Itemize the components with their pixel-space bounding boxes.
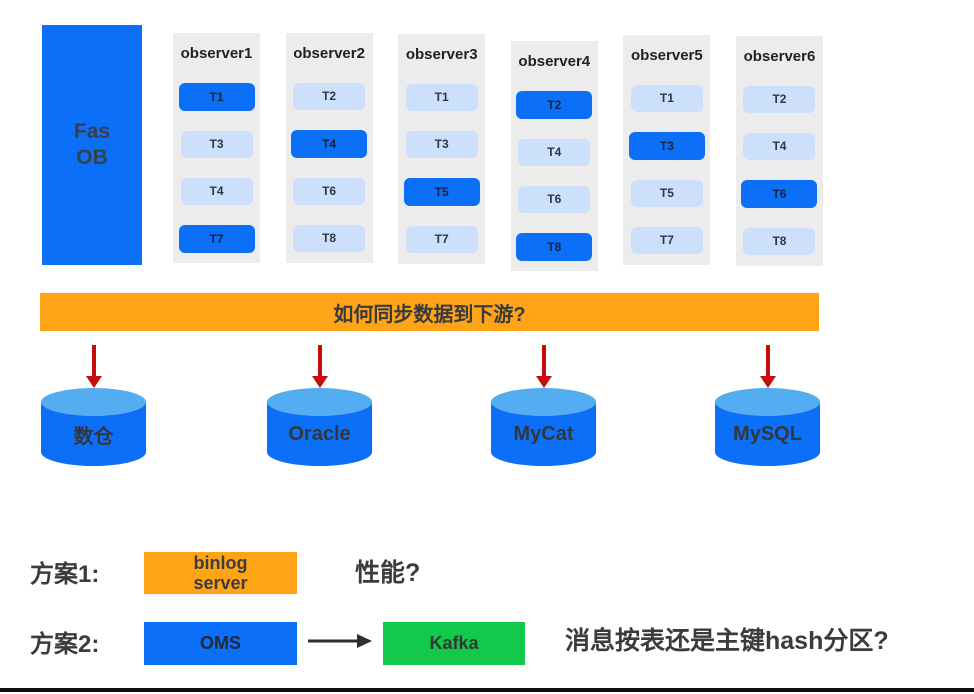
database-cylinder: MyCat <box>491 388 596 466</box>
sync-question-text: 如何同步数据到下游? <box>333 303 526 326</box>
plan2-label: 方案2: <box>30 631 100 658</box>
oms-box-label: OMS <box>199 633 241 653</box>
downstream-label: 数仓 <box>73 425 114 448</box>
downstream-group-1: 数仓 <box>41 345 146 466</box>
table-chip-t7: T7 <box>178 225 255 253</box>
table-chip-t4: T4 <box>291 130 368 158</box>
cluster-box: Fas OB <box>42 25 142 265</box>
kafka-box: Kafka <box>383 622 525 665</box>
binlog-box-line1: binlog <box>193 553 248 573</box>
down-arrow-icon <box>317 345 322 376</box>
cluster-box-line1: Fas <box>73 120 111 143</box>
table-chip-t7: T7 <box>630 227 703 254</box>
table-chip-t1: T1 <box>178 83 255 111</box>
binlog-server-box: binlog server <box>144 552 297 594</box>
table-chip-t3: T3 <box>628 132 705 160</box>
down-arrow-icon <box>765 345 770 376</box>
table-chip-t4: T4 <box>743 133 816 160</box>
table-chip-t6: T6 <box>293 178 366 205</box>
observer-title: observer6 <box>743 48 816 65</box>
table-chip-t2: T2 <box>516 91 593 119</box>
cluster-box-line2: OB <box>76 146 108 169</box>
downstream-label: MySQL <box>733 422 802 445</box>
table-chip-t2: T2 <box>293 83 366 110</box>
table-chip-t4: T4 <box>518 139 591 166</box>
kafka-box-label: Kafka <box>429 633 479 653</box>
downstream-group-3: MyCat <box>491 345 596 466</box>
plan1-question: 性能? <box>355 559 421 587</box>
right-arrow-icon <box>308 634 372 648</box>
cylinder-top-ellipse <box>715 388 820 416</box>
cylinder-top-ellipse <box>41 388 146 416</box>
downstream-label: Oracle <box>288 422 351 445</box>
observer-title: observer2 <box>293 45 365 62</box>
sync-question-banner: 如何同步数据到下游? <box>40 293 819 331</box>
down-arrow-icon <box>91 345 96 376</box>
table-chip-t3: T3 <box>405 131 478 158</box>
down-arrow-icon <box>541 345 546 376</box>
downstream-group-2: Oracle <box>267 345 372 466</box>
observer-title: observer1 <box>180 45 253 62</box>
table-chip-t5: T5 <box>403 178 480 206</box>
table-chip-t6: T6 <box>741 180 818 208</box>
plan1-label: 方案1: <box>30 561 100 588</box>
table-chip-t6: T6 <box>518 186 591 213</box>
database-cylinder: MySQL <box>715 388 820 466</box>
observer-title: observer5 <box>631 47 703 64</box>
cylinder-top-ellipse <box>267 388 372 416</box>
oms-box: OMS <box>144 622 297 665</box>
table-chip-t1: T1 <box>630 85 703 112</box>
database-cylinder: 数仓 <box>41 388 146 466</box>
plan2-question: 消息按表还是主键hash分区? <box>565 627 889 655</box>
downstream-group-4: MySQL <box>715 345 820 466</box>
cylinder-top-ellipse <box>491 388 596 416</box>
table-chip-t8: T8 <box>516 233 593 261</box>
downstream-label: MyCat <box>513 422 574 445</box>
database-cylinder: Oracle <box>267 388 372 466</box>
observer-title: observer3 <box>405 46 478 63</box>
table-chip-t3: T3 <box>180 131 253 158</box>
observer-title: observer4 <box>518 53 591 70</box>
table-chip-t8: T8 <box>293 225 366 252</box>
bottom-separator-line <box>0 688 974 692</box>
table-chip-t8: T8 <box>743 228 816 255</box>
table-chip-t4: T4 <box>180 178 253 205</box>
binlog-box-line2: server <box>193 573 248 593</box>
table-chip-t2: T2 <box>743 86 816 113</box>
table-chip-t5: T5 <box>630 180 703 207</box>
table-chip-t1: T1 <box>405 84 478 111</box>
table-chip-t7: T7 <box>405 226 478 253</box>
